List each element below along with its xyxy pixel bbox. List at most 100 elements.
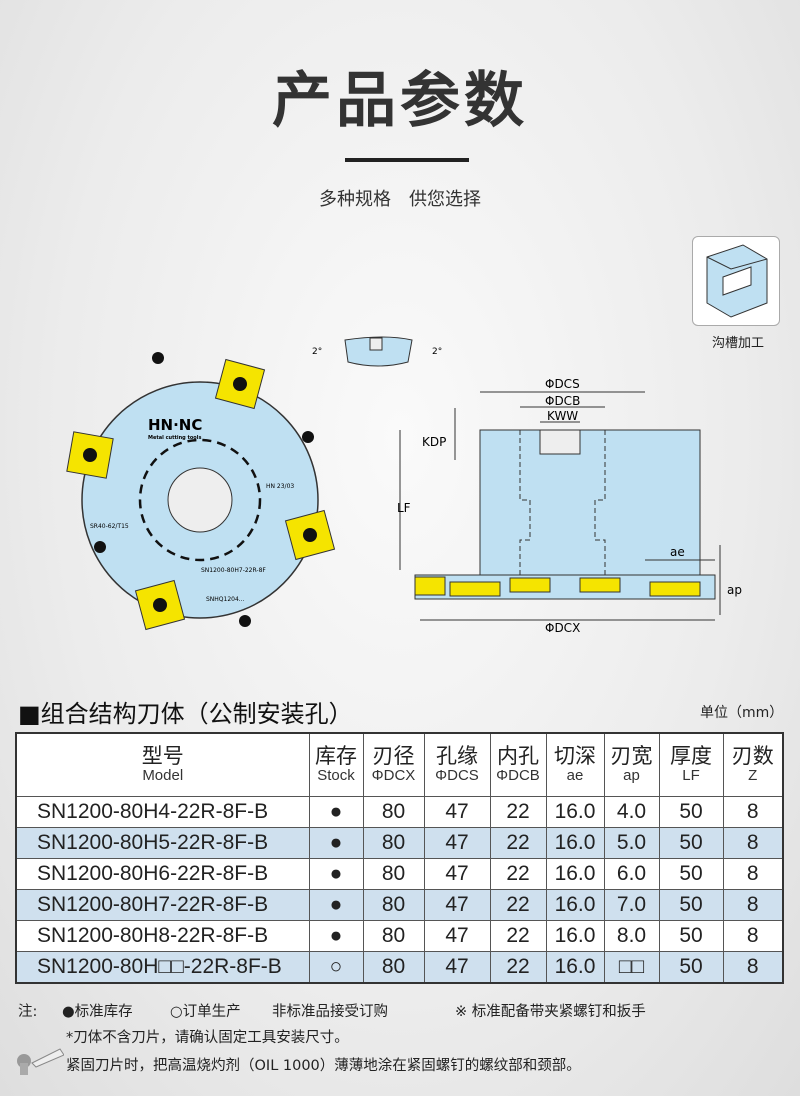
- value-cell: 16.0: [545, 951, 605, 984]
- model-cell: SN1200-80H4-22R-8F-B: [15, 796, 310, 828]
- value-cell: ○: [308, 951, 364, 984]
- dim-ap: ap: [727, 583, 742, 597]
- value-cell: 22: [489, 920, 547, 952]
- value-cell: 8: [722, 889, 784, 921]
- cutter-side-view: ΦDCS ΦDCB KWW KDP LF ae ap ΦDCX: [397, 377, 742, 635]
- header-cn: 孔缘: [436, 745, 478, 769]
- value-cell: 80: [362, 827, 425, 859]
- value-cell: 22: [489, 858, 547, 890]
- cutter-face-view: HN·NC Metal cutting tools HN 23/03 SR40-…: [66, 352, 336, 631]
- groove-profile: 2° 2°: [312, 336, 442, 367]
- header-cn: 厚度: [670, 745, 712, 769]
- header-cn: 内孔: [497, 745, 539, 769]
- value-cell: 22: [489, 889, 547, 921]
- value-cell: 16.0: [545, 827, 605, 859]
- body-code-label: SN1200-80H7-22R-8F: [201, 567, 266, 574]
- value-cell: ●: [308, 796, 364, 828]
- value-cell: 80: [362, 889, 425, 921]
- value-cell: 6.0: [603, 858, 660, 890]
- value-cell: 22: [489, 951, 547, 984]
- insert-label: SNHQ1204...: [206, 596, 245, 603]
- note-order: ○订单生产: [170, 1004, 241, 1020]
- model-cell: SN1200-80H7-22R-8F-B: [15, 889, 310, 921]
- dim-kdp: KDP: [422, 435, 446, 449]
- value-cell: 16.0: [545, 858, 605, 890]
- dim-ae: ae: [670, 545, 685, 559]
- dim-lf: LF: [397, 501, 411, 515]
- oil-tube-icon: [14, 1045, 65, 1081]
- value-cell: □□: [603, 951, 660, 984]
- value-cell: ●: [308, 858, 364, 890]
- header-en: ΦDCX: [371, 767, 416, 785]
- header-en: LF: [682, 767, 700, 785]
- header-en: ae: [566, 767, 584, 785]
- note-nonstd: 非标准品接受订购: [272, 1004, 388, 1020]
- header-cn: 库存: [315, 745, 357, 769]
- value-cell: 50: [658, 920, 724, 952]
- dim-kww: KWW: [547, 409, 578, 423]
- angle-right: 2°: [432, 347, 442, 357]
- model-cell: SN1200-80H5-22R-8F-B: [15, 827, 310, 859]
- value-cell: 4.0: [603, 796, 660, 828]
- code-label: HN 23/03: [266, 483, 294, 490]
- page-subtitle: 多种规格 供您选择: [319, 189, 481, 210]
- value-cell: ●: [308, 827, 364, 859]
- value-cell: 47: [423, 827, 491, 859]
- title-divider: [345, 158, 469, 162]
- value-cell: 8.0: [603, 920, 660, 952]
- header-en: ap: [623, 767, 640, 785]
- value-cell: 7.0: [603, 889, 660, 921]
- value-cell: 47: [423, 920, 491, 952]
- value-cell: 50: [658, 889, 724, 921]
- unit-label: 单位（mm）: [700, 705, 784, 721]
- header-en: Model: [142, 767, 184, 785]
- header-en: ΦDCS: [435, 767, 479, 785]
- value-cell: 8: [722, 951, 784, 984]
- value-cell: 50: [658, 796, 724, 828]
- note-stock: ●标准库存: [62, 1004, 133, 1020]
- groove-label: 沟槽加工: [711, 336, 764, 351]
- value-cell: 8: [722, 827, 784, 859]
- dim-dcs: ΦDCS: [545, 377, 580, 391]
- brand-logo: HN·NC: [148, 416, 202, 434]
- value-cell: 16.0: [545, 796, 605, 828]
- value-cell: 16.0: [545, 889, 605, 921]
- value-cell: 80: [362, 796, 425, 828]
- header-en: Z: [748, 767, 758, 785]
- value-cell: 47: [423, 858, 491, 890]
- header-cn: 刃宽: [610, 745, 653, 769]
- note-label: 注:: [18, 1004, 38, 1020]
- note-line3: 紧固刀片时，把高温烧灼剂（OIL 1000）薄薄地涂在紧固螺钉的螺纹部和颈部。: [66, 1058, 581, 1074]
- model-cell: SN1200-80H6-22R-8F-B: [15, 858, 310, 890]
- dim-dcb: ΦDCB: [545, 394, 580, 408]
- value-cell: 80: [362, 858, 425, 890]
- brand-sub: Metal cutting tools: [148, 435, 201, 441]
- value-cell: 8: [722, 796, 784, 828]
- value-cell: 8: [722, 858, 784, 890]
- header-en: ΦDCB: [496, 767, 540, 785]
- header-cn: 刃数: [731, 745, 774, 769]
- value-cell: 50: [658, 827, 724, 859]
- value-cell: 8: [722, 920, 784, 952]
- product-diagram: HN·NC Metal cutting tools HN 23/03 SR40-…: [66, 336, 742, 635]
- value-cell: ●: [308, 889, 364, 921]
- value-cell: 50: [658, 951, 724, 984]
- model-cell: SN1200-80H□□-22R-8F-B: [15, 951, 310, 984]
- header-cn: 切深: [554, 745, 596, 769]
- section-title: ■组合结构刀体（公制安装孔）: [18, 700, 353, 728]
- value-cell: 16.0: [545, 920, 605, 952]
- value-cell: 50: [658, 858, 724, 890]
- value-cell: 47: [423, 951, 491, 984]
- note-standard: ※ 标准配备带夹紧螺钉和扳手: [455, 1004, 646, 1020]
